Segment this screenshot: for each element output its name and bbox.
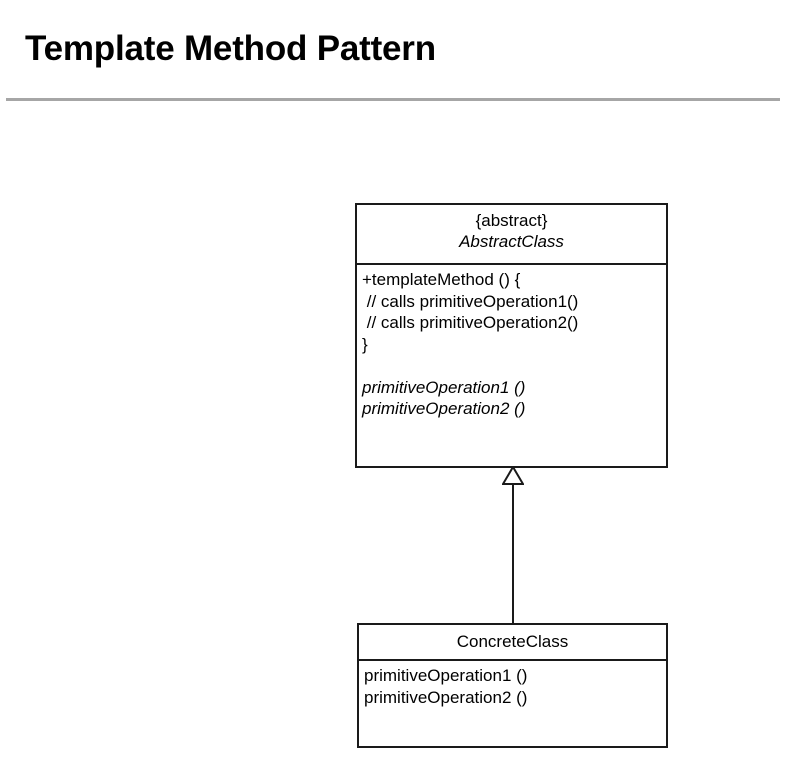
uml-spacer-line [362, 355, 661, 377]
uml-operation-comment: // calls primitiveOperation1() [362, 291, 579, 311]
uml-abstract-operation-2: primitiveOperation2 () [362, 399, 526, 418]
uml-class-header-abstractclass: {abstract} AbstractClass [357, 205, 666, 263]
uml-operation-2: primitiveOperation2 () [364, 687, 528, 707]
uml-compartment-divider [359, 659, 666, 661]
title-divider-rule [6, 98, 780, 101]
page-title: Template Method Pattern [25, 29, 436, 68]
uml-compartment-divider [357, 263, 666, 265]
uml-operation: +templateMethod () { [362, 270, 521, 289]
uml-class-header-concreteclass: ConcreteClass [359, 625, 666, 659]
uml-operation-comment: // calls primitiveOperation2() [362, 313, 579, 332]
uml-class-concreteclass[interactable]: ConcreteClass primitiveOperation1 () pri… [357, 623, 668, 748]
uml-operation-close-brace: } [362, 334, 368, 354]
uml-class-name-abstractclass: AbstractClass [459, 232, 564, 251]
uml-stereotype-abstract: {abstract} [475, 211, 548, 230]
uml-class-name-concreteclass: ConcreteClass [456, 632, 569, 651]
uml-operations-compartment-abstractclass: +templateMethod () { // calls primitiveO… [357, 265, 666, 425]
uml-class-abstractclass[interactable]: {abstract} AbstractClass +templateMethod… [355, 203, 668, 468]
uml-operation-1: primitiveOperation1 () [364, 666, 528, 685]
generalization-arrowhead-icon [502, 466, 524, 485]
generalization-connector-line [512, 484, 514, 623]
uml-operations-compartment-concreteclass: primitiveOperation1 () primitiveOperatio… [359, 661, 666, 713]
uml-abstract-operation-1: primitiveOperation1 () [362, 377, 526, 397]
